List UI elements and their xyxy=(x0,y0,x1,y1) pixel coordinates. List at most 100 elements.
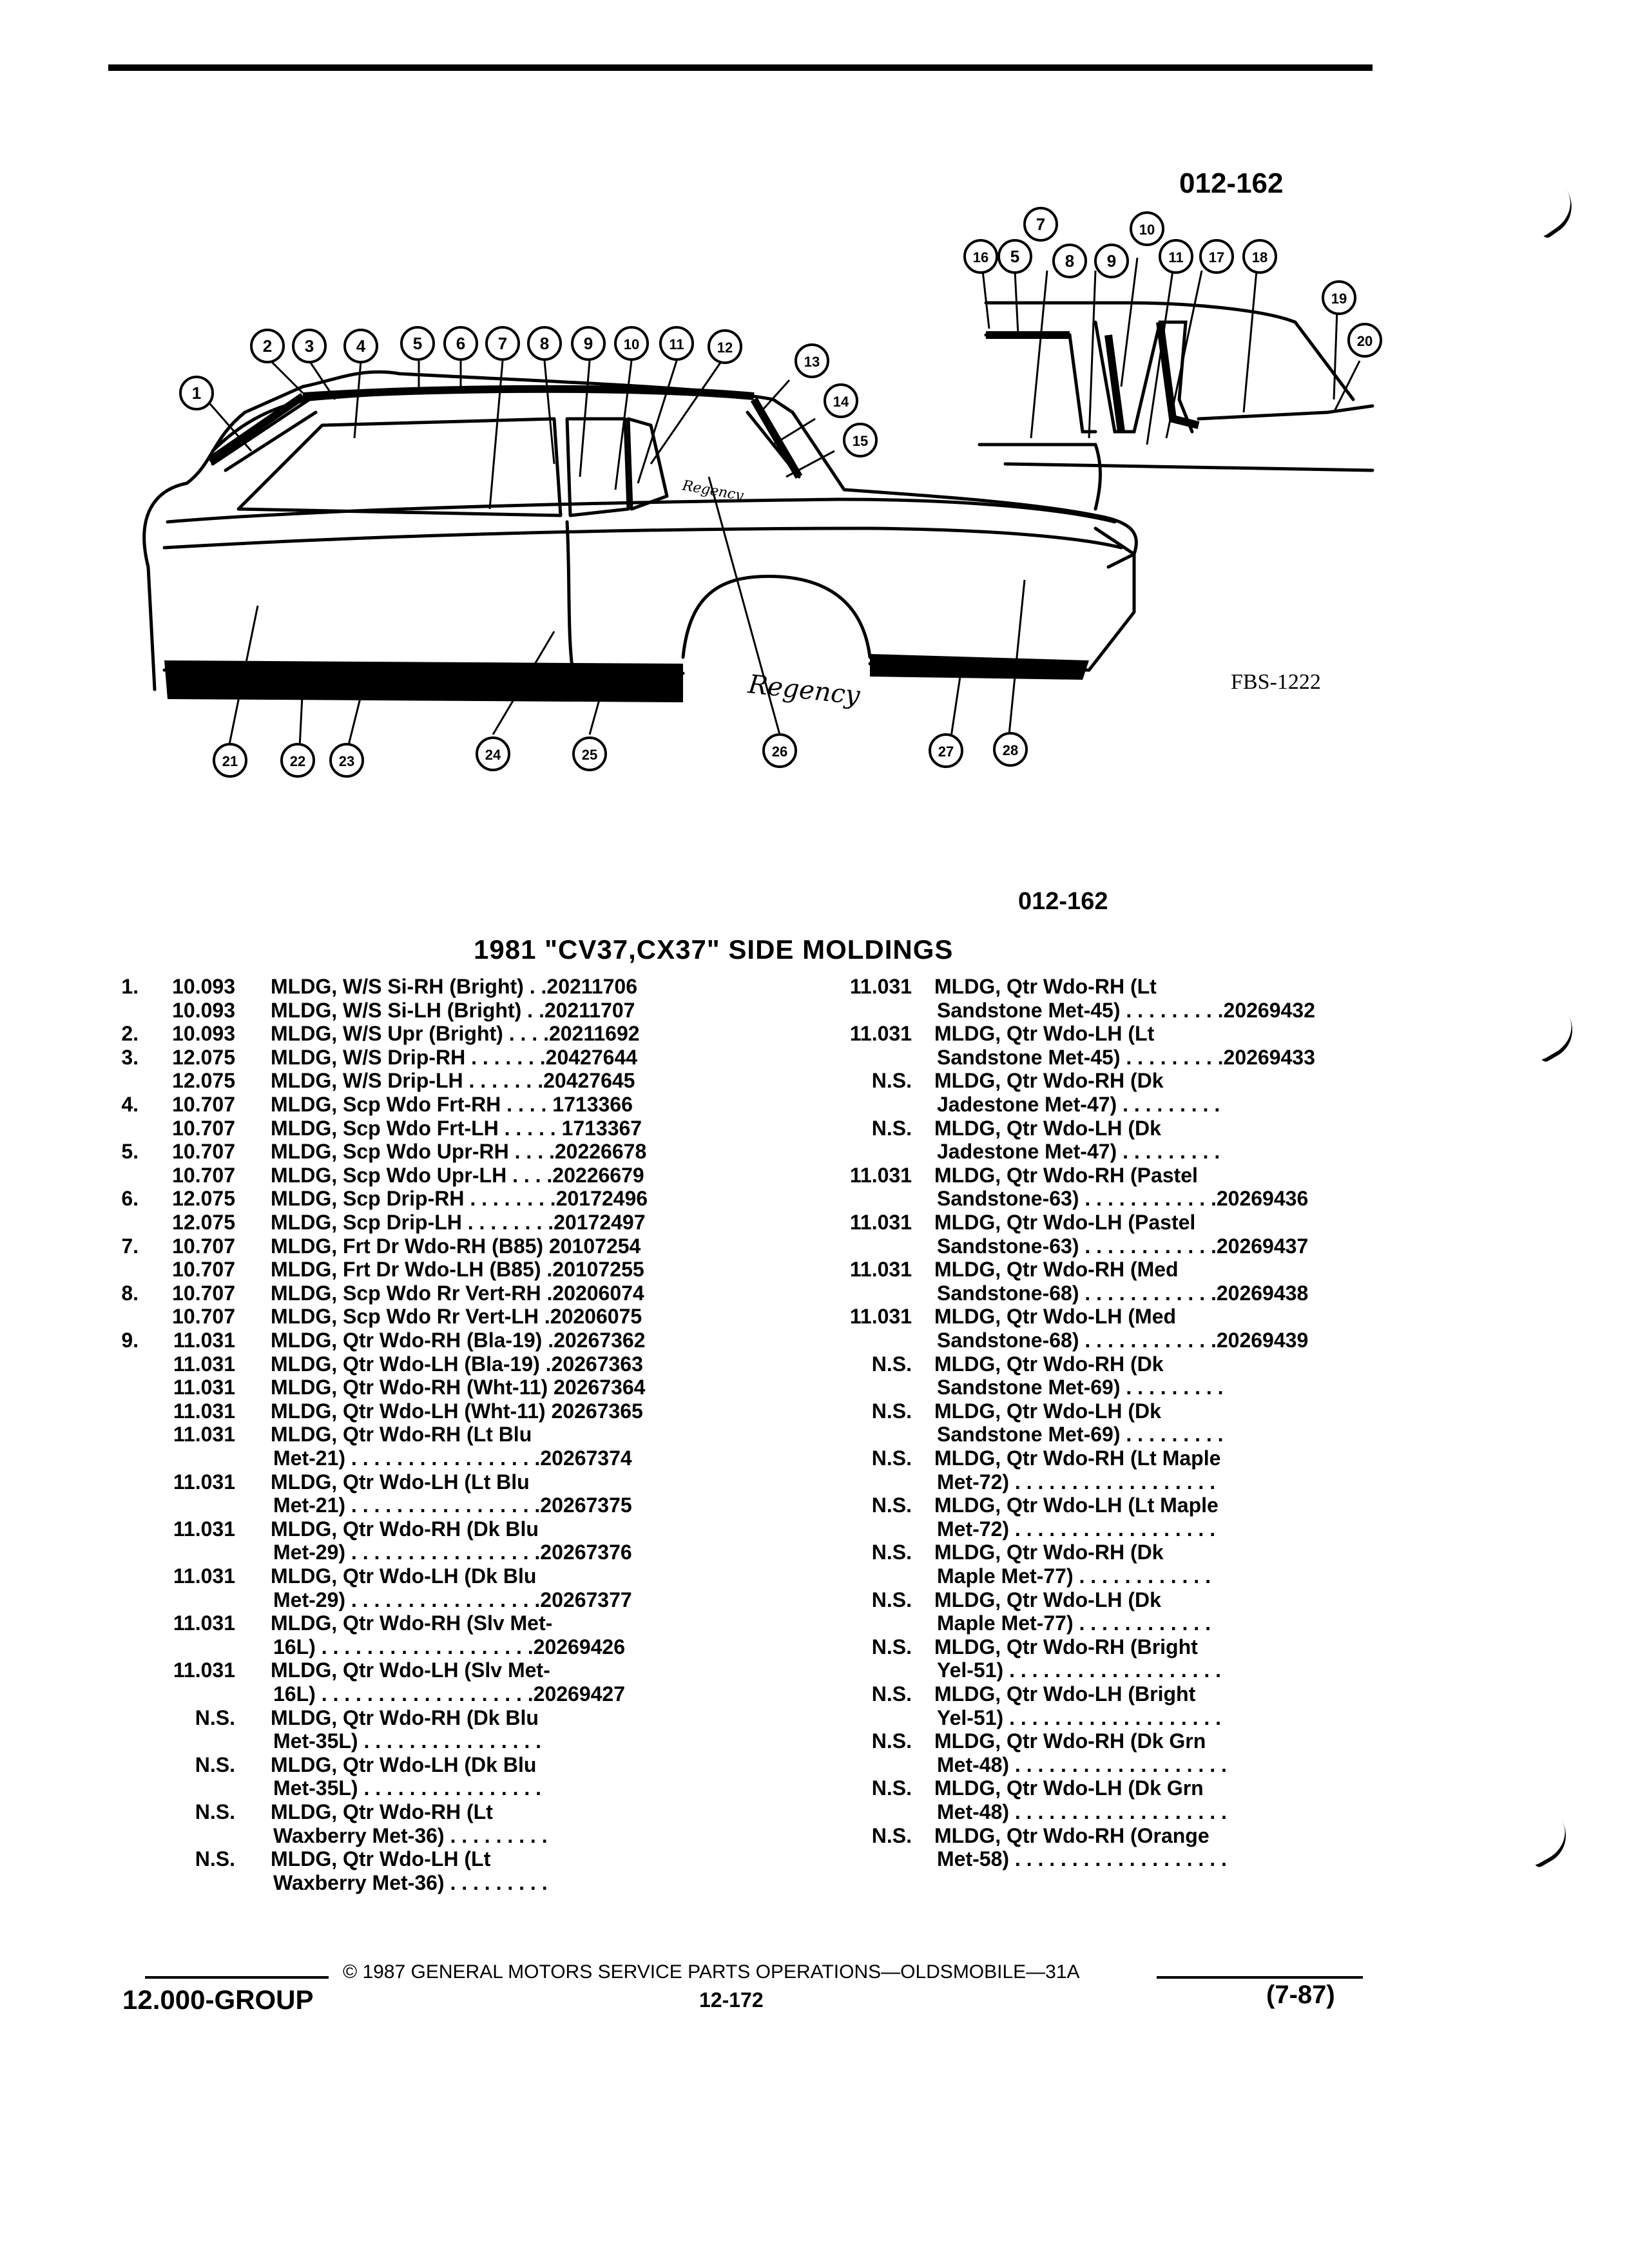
description-line: MLDG, W/S Si-LH (Bright) . .20211707 xyxy=(271,998,635,1022)
callout-26: 26 xyxy=(762,733,797,768)
group-number: N.S. xyxy=(871,1682,912,1706)
svg-text:8: 8 xyxy=(540,334,549,353)
svg-text:3: 3 xyxy=(305,336,314,356)
description-line: MLDG, Frt Dr Wdo-LH (B85) .20107255 xyxy=(271,1258,644,1282)
group-number: N.S. xyxy=(871,1823,912,1847)
description-line: MLDG, Qtr Wdo-RH (Slv Met- xyxy=(271,1611,553,1635)
group-number: N.S. xyxy=(871,1635,912,1658)
svg-text:7: 7 xyxy=(1036,215,1045,234)
group-number: N.S. xyxy=(195,1706,235,1729)
item-number: 8. xyxy=(121,1281,139,1305)
description-line: Waxberry Met-36) . . . . . . . . . xyxy=(273,1870,548,1894)
part-description: MLDG, Qtr Wdo-RH (Bla-19) .20267362 xyxy=(271,1329,645,1352)
part-description: MLDG, W/S Si-LH (Bright) . .20211707 xyxy=(271,999,635,1023)
callout-9: 9 xyxy=(1094,244,1129,278)
part-description: MLDG, W/S Drip-RH . . . . . . .20427644 xyxy=(271,1046,637,1070)
part-description: MLDG, Qtr Wdo-LH (Slv Met-16L) . . . . .… xyxy=(271,1658,625,1706)
description-line: Sandstone Met-69) . . . . . . . . . xyxy=(937,1376,1224,1399)
description-line: Met-35L) . . . . . . . . . . . . . . . . xyxy=(273,1729,542,1753)
description-line: MLDG, Qtr Wdo-LH (Dk Blu xyxy=(271,1564,537,1588)
description-line: Met-48) . . . . . . . . . . . . . . . . … xyxy=(937,1753,1227,1776)
description-line: MLDG, Qtr Wdo-LH (Bla-19) .20267363 xyxy=(271,1352,643,1376)
part-description: MLDG, Scp Drip-RH . . . . . . . .2017249… xyxy=(271,1187,648,1211)
description-line: MLDG, Qtr Wdo-RH (Dk Blu xyxy=(271,1517,539,1541)
callout-28: 28 xyxy=(993,732,1028,767)
callout-9: 9 xyxy=(571,326,606,361)
description-line: MLDG, Qtr Wdo-RH (Bla-19) .20267362 xyxy=(271,1329,646,1352)
callout-8: 8 xyxy=(1052,244,1087,278)
group-number: 12.075 xyxy=(172,1211,235,1234)
group-number: 11.031 xyxy=(173,1376,235,1399)
description-line: Met-21) . . . . . . . . . . . . . . . . … xyxy=(273,1446,632,1470)
group-number: 10.093 xyxy=(172,998,235,1022)
description-line: MLDG, Qtr Wdo-RH (Dk Grn xyxy=(934,1729,1206,1753)
svg-text:6: 6 xyxy=(456,334,465,353)
description-line: Met-29) . . . . . . . . . . . . . . . . … xyxy=(273,1588,632,1611)
description-line: MLDG, W/S Drip-LH . . . . . . .20427645 xyxy=(271,1069,635,1093)
description-line: Maple Met-77) . . . . . . . . . . . . xyxy=(937,1564,1211,1588)
group-number: N.S. xyxy=(871,1729,912,1753)
group-number: 12.075 xyxy=(172,1045,235,1069)
description-line: MLDG, Qtr Wdo-LH (Dk xyxy=(934,1399,1161,1423)
part-description: MLDG, Qtr Wdo-LH (Wht-11) 20267365 xyxy=(271,1399,643,1423)
callout-17: 17 xyxy=(1199,239,1234,274)
svg-text:14: 14 xyxy=(833,394,849,410)
item-number: 9. xyxy=(121,1329,139,1352)
item-number: 5. xyxy=(121,1140,139,1164)
svg-text:11: 11 xyxy=(669,336,684,352)
callout-21: 21 xyxy=(213,743,247,778)
description-line: Jadestone Met-47) . . . . . . . . . xyxy=(937,1140,1220,1164)
description-line: MLDG, Scp Wdo Upr-RH . . . .20226678 xyxy=(271,1140,647,1164)
group-number: 10.707 xyxy=(172,1140,235,1164)
part-description: MLDG, Scp Wdo Frt-LH . . . . . 1713367 xyxy=(271,1117,642,1140)
group-number: 11.031 xyxy=(849,975,912,998)
group-number: 11.031 xyxy=(173,1329,235,1352)
description-line: MLDG, Qtr Wdo-LH (Dk Blu xyxy=(271,1753,537,1776)
callout-7: 7 xyxy=(1023,207,1058,242)
part-description: MLDG, W/S Si-RH (Bright) . .20211706 xyxy=(271,975,637,999)
description-line: 16L) . . . . . . . . . . . . . . . . . .… xyxy=(273,1635,626,1658)
description-line: MLDG, W/S Si-RH (Bright) . .20211706 xyxy=(271,975,637,998)
svg-text:24: 24 xyxy=(485,747,501,763)
description-line: MLDG, Qtr Wdo-LH (Wht-11) 20267365 xyxy=(271,1399,643,1423)
callout-22: 22 xyxy=(280,743,315,778)
group-number: N.S. xyxy=(871,1541,912,1564)
svg-text:16: 16 xyxy=(973,249,988,265)
group-number: N.S. xyxy=(871,1446,912,1470)
svg-text:11: 11 xyxy=(1168,249,1183,265)
callout-24: 24 xyxy=(476,736,510,771)
group-number: 10.093 xyxy=(172,1022,235,1046)
svg-text:15: 15 xyxy=(853,433,868,449)
svg-text:12: 12 xyxy=(717,340,733,356)
callout-2: 2 xyxy=(250,329,285,363)
description-line: Met-58) . . . . . . . . . . . . . . . . … xyxy=(937,1847,1227,1871)
svg-text:23: 23 xyxy=(339,753,354,769)
description-line: Sandstone Met-45) . . . . . . . . .20269… xyxy=(937,998,1315,1022)
description-line: Maple Met-77) . . . . . . . . . . . . xyxy=(937,1611,1211,1635)
